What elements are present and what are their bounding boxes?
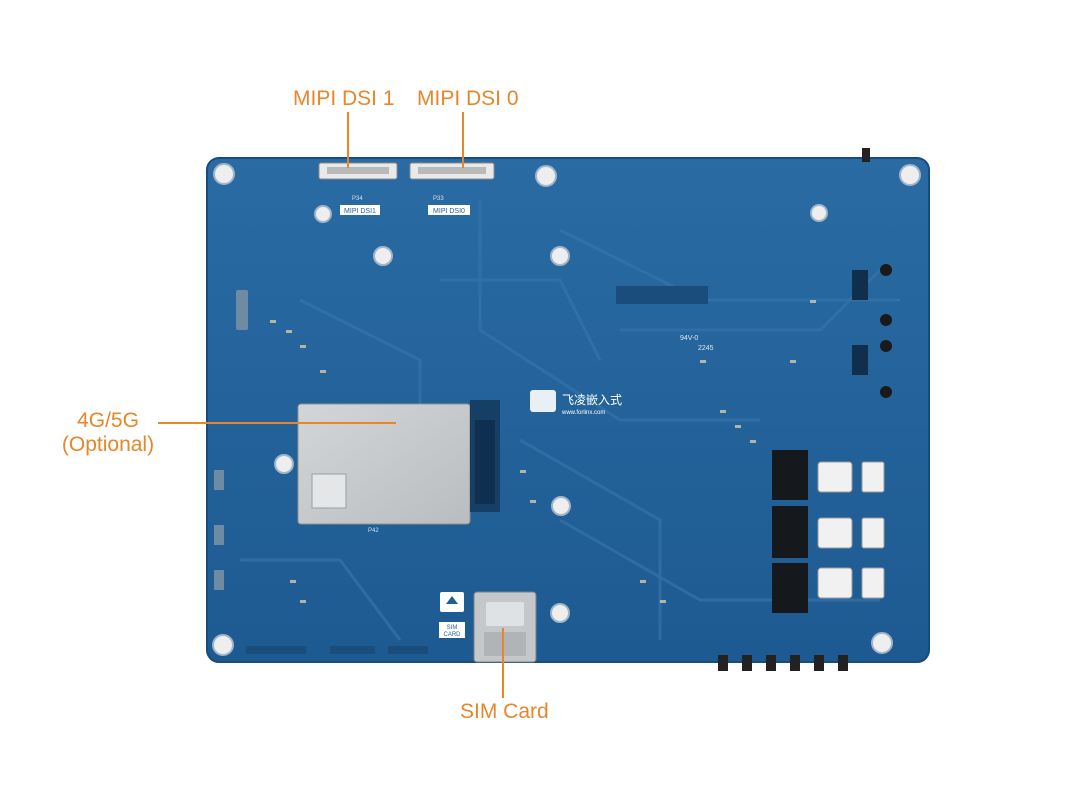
mipi-silkscreen-boxes: MIPI DSI1 MIPI DSI0 P34 P33 <box>340 196 470 215</box>
silk-ref-p33: P33 <box>433 196 444 202</box>
callout-lte-line1: 4G/5G <box>77 409 139 432</box>
silk-mipi-dsi1: MIPI DSI1 <box>344 208 376 215</box>
pcb-board <box>206 157 930 663</box>
brand-url-text: www.forlinx.com <box>561 410 605 416</box>
silk-sim-line1: SIM <box>447 625 458 631</box>
silk-mipi-dsi0: MIPI DSI0 <box>433 208 465 215</box>
sim-card-slot: SIM CARD <box>439 591 537 663</box>
silk-sim-line2: CARD <box>443 632 461 638</box>
mipi-dsi1-leader <box>347 112 349 168</box>
mipi-dsi0-connector <box>409 162 495 180</box>
mipi-dsi0-leader <box>462 112 464 168</box>
callout-lte-line2: (Optional) <box>61 433 155 456</box>
white-components <box>817 461 885 599</box>
left-connectors <box>214 290 248 590</box>
callout-mipi-dsi0: MIPI DSI 0 <box>417 87 519 110</box>
pin-header-top <box>616 286 708 304</box>
side-connectors <box>852 148 892 398</box>
lte-5g-module: P42 <box>297 400 500 534</box>
callout-mipi-dsi1: MIPI DSI 1 <box>293 87 395 110</box>
mounting-holes <box>212 163 921 656</box>
ethernet-phy-chips <box>772 450 808 613</box>
silk-ref-p34: P34 <box>352 196 363 202</box>
lot-text: 2245 <box>698 345 714 352</box>
pin-header-bottom <box>246 646 428 654</box>
bottom-jacks <box>718 655 848 671</box>
callout-sim-card: SIM Card <box>460 700 549 723</box>
brand-cn-text: 飞凌嵌入式 <box>562 393 622 407</box>
smd-components <box>270 300 816 603</box>
mipi-dsi1-connector <box>318 162 398 180</box>
sim-leader <box>502 628 504 698</box>
brand-logo: 飞凌嵌入式 www.forlinx.com 94V-0 2245 <box>530 335 714 416</box>
lte-leader <box>158 422 396 424</box>
cert-text: 94V-0 <box>680 335 698 342</box>
silk-ref-p42: P42 <box>368 528 379 534</box>
